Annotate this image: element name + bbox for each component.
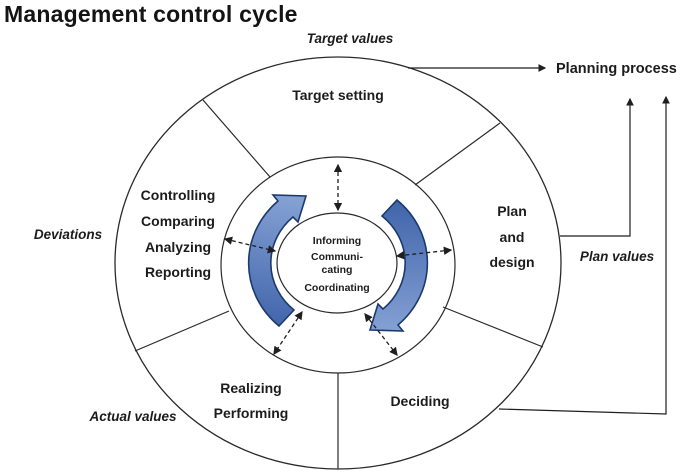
actual-values-connector-arrow: [498, 95, 670, 415]
label-deviations: Deviations: [33, 227, 103, 242]
segment-label-line: Controlling: [140, 187, 216, 203]
plan-values-connector-arrow: [560, 97, 634, 237]
segment-label-line: Performing: [213, 405, 289, 421]
inner-circle: [276, 212, 398, 314]
center-line: Communi-: [311, 251, 363, 263]
divider-realizing-controlling: [134, 310, 230, 352]
center-line: Coordinating: [304, 282, 370, 294]
divider-plan-deciding: [442, 306, 544, 348]
label-target-values: Target values: [306, 31, 394, 46]
cycle-arrow-right-icon: [368, 198, 429, 332]
cycle-arrow-left-icon: [247, 194, 308, 328]
segment-label-line: Analyzing: [144, 238, 212, 255]
segment-label-plan-design: Plan and design: [462, 199, 562, 276]
dashed-arrow-realizing: [273, 310, 303, 356]
diagram-title: Management control cycle: [4, 1, 298, 27]
label-planning-process: Planning process: [556, 61, 677, 77]
segment-label-deciding: Deciding: [390, 393, 450, 409]
segment-label-line: and: [499, 228, 525, 245]
divider-target-plan: [414, 122, 501, 186]
divider-controlling-target: [202, 99, 271, 178]
segment-label-target-setting: Target setting: [292, 87, 384, 103]
center-line: cating: [321, 264, 353, 276]
segment-label-line: design: [489, 254, 535, 270]
segment-label-line: Realizing: [220, 380, 282, 396]
dashed-arrow-controlling: [223, 236, 277, 254]
label-actual-values: Actual values: [89, 409, 177, 424]
segment-label-controlling: Controlling Comparing Analyzing Reportin…: [128, 183, 228, 286]
segment-label-line: Reporting: [144, 264, 212, 281]
label-plan-values: Plan values: [579, 249, 655, 264]
dashed-arrow-deciding: [364, 313, 398, 356]
center-line: Informing: [312, 235, 362, 247]
dashed-arrow-plan-design: [395, 246, 453, 260]
segment-label-line: Plan: [497, 203, 527, 219]
segment-label-line: Comparing: [141, 212, 215, 229]
segment-label-realizing: Realizing Performing: [201, 376, 301, 426]
